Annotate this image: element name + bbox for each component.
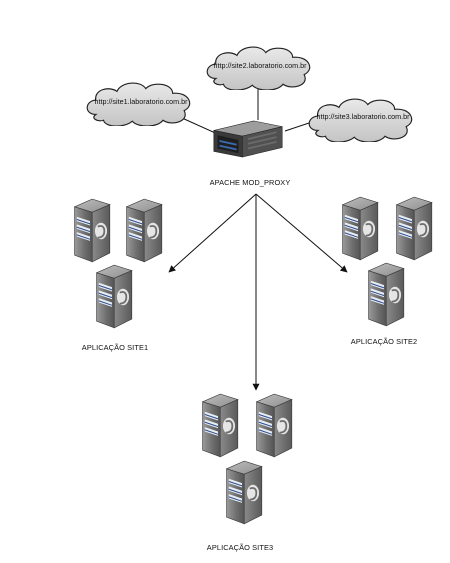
server-tower-icon: [95, 264, 133, 329]
arrow-to-site1: [168, 193, 257, 273]
cloud-site1-label: http://site1.laboratorio.com.br: [94, 97, 188, 106]
server-tower-icon: [395, 196, 433, 261]
rack-server-icon: [213, 120, 283, 158]
server-group-site1: APLICAÇÃO SITE1: [73, 198, 163, 352]
group-site1-label: APLICAÇÃO SITE1: [82, 343, 148, 352]
server-tower-icon: [201, 393, 239, 458]
server-group-site2: APLICAÇÃO SITE2: [341, 196, 433, 346]
server-group-site3: APLICAÇÃO SITE3: [201, 393, 293, 552]
proxy-server: APACHE MOD_PROXY: [210, 120, 291, 187]
connector-site3: [284, 121, 313, 132]
server-tower-icon: [73, 198, 111, 263]
cloud-site2: http://site2.laboratorio.com.br: [206, 46, 311, 90]
server-tower-icon: [125, 198, 163, 263]
cloud-site3: http://site3.laboratorio.com.br: [308, 98, 413, 142]
server-tower-icon: [255, 393, 293, 458]
cloud-site2-label: http://site2.laboratorio.com.br: [213, 61, 307, 70]
cloud-site1: http://site1.laboratorio.com.br: [86, 82, 191, 126]
server-tower-icon: [367, 262, 405, 327]
server-tower-icon: [341, 196, 379, 261]
arrow-to-site2: [255, 193, 348, 273]
proxy-arrows: [168, 193, 348, 391]
group-site2-label: APLICAÇÃO SITE2: [351, 337, 417, 346]
server-tower-icon: [225, 460, 263, 525]
cloud-site3-label: http://site3.laboratorio.com.br: [316, 112, 410, 121]
group-site3-label: APLICAÇÃO SITE3: [207, 543, 273, 552]
proxy-label: APACHE MOD_PROXY: [210, 178, 291, 187]
